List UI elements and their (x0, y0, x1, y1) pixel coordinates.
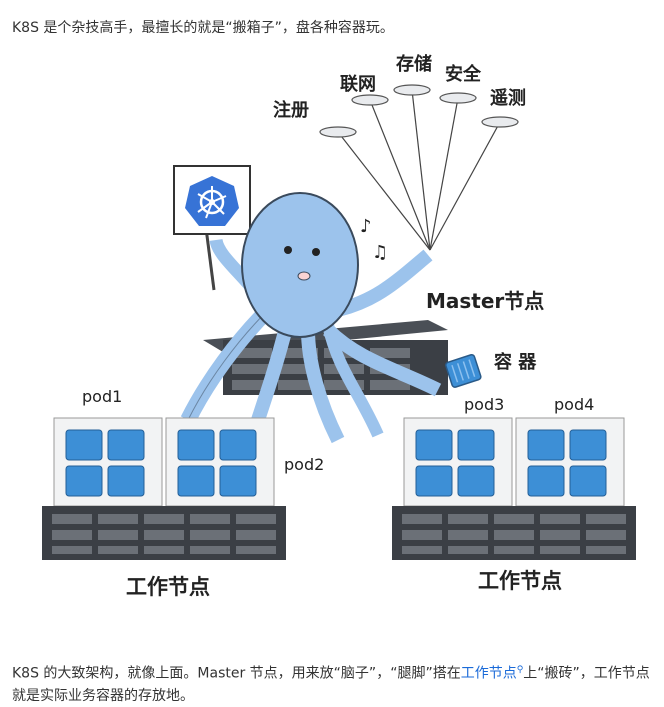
svg-text:♪: ♪ (360, 216, 372, 237)
svg-text:♫: ♫ (372, 242, 388, 263)
worker-node-right (392, 417, 636, 560)
feature-label: 安全 (445, 63, 482, 85)
worker-node-left (42, 417, 286, 560)
paragraph-text: K8S 的大致架构，就像上面。Master 节点，用来放“脑子”，“腿脚”搭在 (12, 665, 461, 682)
feature-label: 存储 (396, 53, 432, 75)
pod-label: pod4 (554, 395, 594, 414)
worker-label-right: 工作节点 (478, 569, 562, 593)
balloon-strings (337, 89, 501, 251)
architecture-paragraph: K8S 的大致架构，就像上面。Master 节点，用来放“脑子”，“腿脚”搭在工… (12, 659, 654, 707)
master-label: Master节点 (426, 289, 544, 313)
search-icon[interactable]: ⚲ (516, 665, 524, 675)
feature-label: 注册 (273, 99, 309, 121)
feature-discs (319, 84, 519, 138)
k8s-flag (173, 165, 251, 291)
pod-label: pod2 (284, 455, 324, 474)
held-container (445, 353, 482, 388)
feature-label: 遥测 (490, 87, 526, 109)
feature-label: 联网 (340, 74, 376, 95)
worker-label-left: 工作节点 (126, 575, 210, 599)
kubernetes-logo-icon (185, 176, 239, 226)
k8s-octopus-illustration: 注册 联网 存储 安全 遥测 Master节点 容 器 (42, 53, 636, 599)
pod-label: pod3 (464, 395, 504, 414)
pod-label: pod1 (82, 387, 122, 406)
worker-node-link[interactable]: 工作节点 (460, 665, 517, 682)
intro-paragraph: K8S 是个杂技高手，最擅长的就是“搬箱子”，盘各种容器玩。 (12, 20, 394, 36)
music-note-icon: ♪ ♫ (360, 216, 388, 263)
container-label: 容 器 (494, 351, 537, 373)
